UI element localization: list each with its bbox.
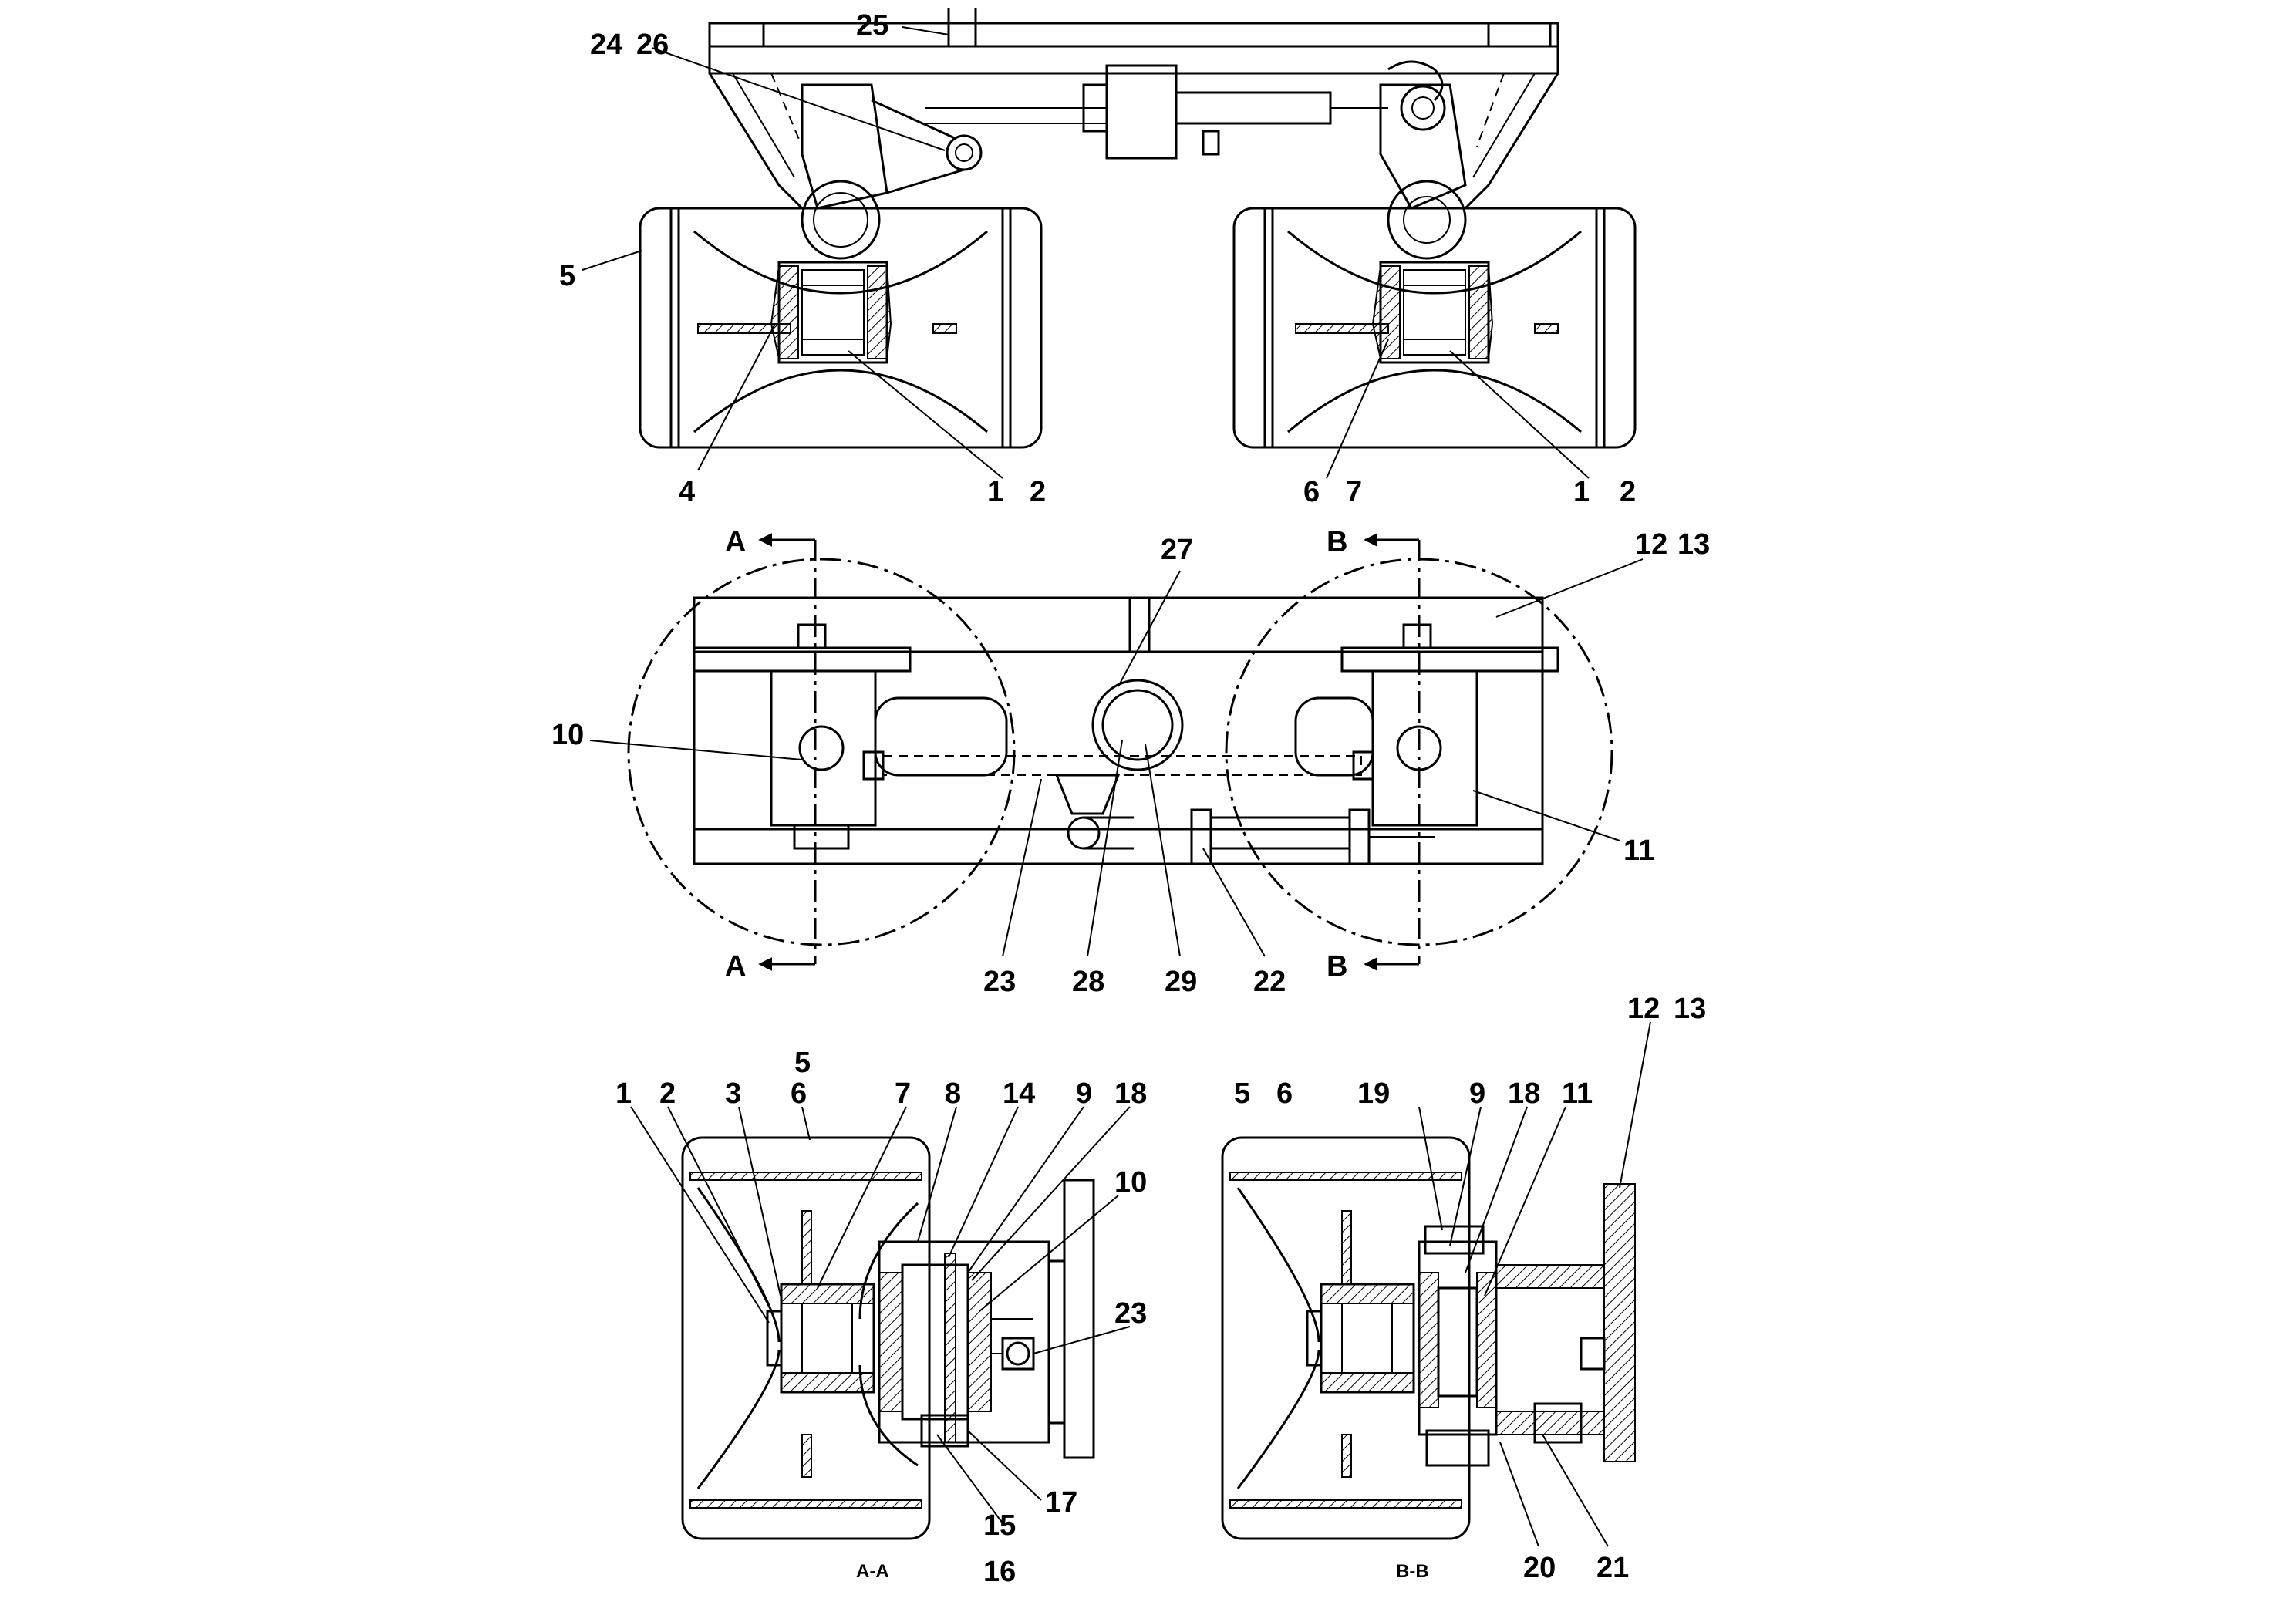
leader-1-left [848, 350, 1003, 479]
callout-10: 10 [1114, 1166, 1147, 1199]
callout-26: 26 [636, 29, 669, 61]
callout-14: 14 [1003, 1077, 1035, 1110]
callout-15: 15 [983, 1509, 1016, 1542]
callout-9: 9 [1076, 1077, 1092, 1110]
leader-4 [697, 323, 776, 471]
leader-25 [902, 26, 949, 35]
detail-circle-a [627, 558, 1016, 946]
callout-8: 8 [945, 1077, 961, 1110]
callout-13: 13 [1677, 528, 1710, 561]
leader-24-26 [651, 47, 946, 151]
callout-22: 22 [1253, 966, 1286, 998]
callout-23: 23 [983, 966, 1016, 998]
plan-view: A A B B 27 12 13 10 11 23 28 29 22 [551, 526, 1710, 998]
callout-6: 6 [1303, 476, 1320, 508]
callout-28: 28 [1072, 966, 1104, 998]
callout-4: 4 [679, 476, 695, 508]
callout-19: 19 [1357, 1077, 1390, 1110]
section-mark-a-top: A [725, 526, 746, 558]
callout-6: 6 [1276, 1077, 1293, 1110]
callout-29: 29 [1165, 966, 1197, 998]
callout-11: 11 [1562, 1077, 1593, 1110]
callout-18: 18 [1114, 1077, 1147, 1110]
leader-28 [1087, 740, 1123, 957]
section-caption-bb: B-B [1396, 1561, 1429, 1582]
leader-11 [1472, 790, 1620, 841]
callout-13: 13 [1674, 993, 1706, 1025]
leader-6 [1326, 339, 1389, 479]
section-bb: 12 13 5 6 19 9 18 11 20 21 B-B [1221, 993, 1706, 1584]
leader-12-13 [1495, 558, 1644, 618]
callout-27: 27 [1161, 534, 1193, 566]
leader-23 [1002, 778, 1042, 957]
callout-20: 20 [1523, 1552, 1556, 1584]
callout-12: 12 [1635, 528, 1667, 561]
callout-25: 25 [856, 9, 888, 42]
callout-17: 17 [1045, 1486, 1077, 1519]
callout-5: 5 [1234, 1077, 1250, 1110]
leader-29 [1145, 744, 1181, 957]
leader-1-right [1449, 350, 1590, 479]
callout-2: 2 [1620, 476, 1636, 508]
callout-1: 1 [615, 1077, 632, 1110]
callout-18: 18 [1508, 1077, 1540, 1110]
leader-27 [1118, 570, 1181, 687]
leader-10 [589, 740, 803, 760]
callout-6: 6 [791, 1077, 807, 1110]
callout-12: 12 [1627, 993, 1660, 1025]
section-mark-b-top: B [1327, 526, 1347, 558]
callout-5: 5 [559, 260, 575, 292]
section-mark-a-bottom: A [725, 950, 746, 983]
leader-22 [1202, 848, 1266, 957]
callout-21: 21 [1596, 1552, 1629, 1584]
callout-2: 2 [1030, 476, 1046, 508]
callout-7: 7 [1346, 476, 1362, 508]
callout-11: 11 [1623, 835, 1654, 867]
callout-24: 24 [590, 29, 622, 61]
callout-10: 10 [551, 719, 584, 751]
callout-16: 16 [983, 1556, 1016, 1588]
callout-1: 1 [987, 476, 1003, 508]
callout-2: 2 [659, 1077, 676, 1110]
top-view: 24 26 25 5 4 1 2 6 7 1 2 [559, 8, 1637, 508]
callout-5: 5 [794, 1047, 811, 1079]
callout-9: 9 [1469, 1077, 1485, 1110]
section-mark-b-bottom: B [1327, 950, 1347, 983]
section-caption-aa: A-A [856, 1561, 889, 1582]
callout-7: 7 [895, 1077, 911, 1110]
section-aa: 5 1 2 3 6 7 8 14 9 18 10 23 15 17 16 A-A [615, 1047, 1147, 1588]
leader-5 [582, 250, 642, 271]
callout-1: 1 [1573, 476, 1590, 508]
callout-3: 3 [725, 1077, 741, 1110]
callout-23: 23 [1114, 1297, 1147, 1330]
